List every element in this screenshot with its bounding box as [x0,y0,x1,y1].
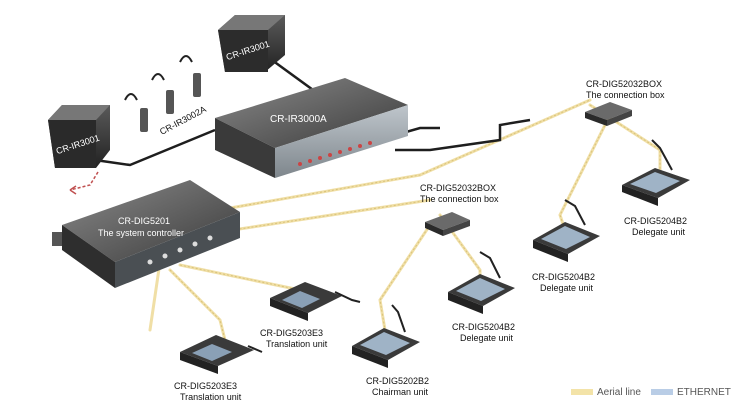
translation-unit-2: CR-DIG5203E3 Translation unit [174,335,263,402]
delegate1-model: CR-DIG5204B2 [624,216,687,226]
box-mid-desc: The connection box [420,194,499,204]
aerial-cables-inner [169,99,661,341]
translation1-desc: Translation unit [266,339,328,349]
legend-ethernet-swatch [651,389,673,395]
box-top-model: CR-DIG52032BOX [586,79,662,89]
receiver-icon [140,73,201,132]
translation2-desc: Translation unit [180,392,242,402]
controller-desc: The system controller [98,228,184,238]
translation-unit-1: CR-DIG5203E3 Translation unit [260,282,361,349]
delegate3-desc: Delegate unit [460,333,514,343]
box-mid-model: CR-DIG52032BOX [420,183,496,193]
receiver-label: CR-IR3002A [158,104,208,137]
connection-box-mid: CR-DIG52032BOX The connection box [420,183,499,236]
system-controller: CR-DIG5201 The system controller [52,180,240,288]
radiator-left: CR-IR3001 [48,105,110,168]
delegate3-model: CR-DIG5204B2 [452,322,515,332]
legend-ethernet-label: ETHERNET [677,387,731,398]
legend: Aerial line ETHERNET [571,387,731,398]
controller-model: CR-DIG5201 [118,216,170,226]
delegate-unit-3: CR-DIG5204B2 Delegate unit [448,251,515,343]
ir-signal-arrow [69,171,99,191]
delegate2-model: CR-DIG5204B2 [532,272,595,282]
chairman-model: CR-DIG5202B2 [366,376,429,386]
ir-transmitter: CR-IR3000A [215,78,408,178]
connector-row [298,141,372,166]
translation1-model: CR-DIG5203E3 [260,328,323,338]
arrow-head [69,185,77,195]
delegate-unit-1: CR-DIG5204B2 Delegate unit [622,139,690,237]
legend-aerial-label: Aerial line [597,387,641,398]
chairman-unit: CR-DIG5202B2 Chairman unit [352,304,429,397]
rack-ear [52,232,62,246]
radiator-right: CR-IR3001 [218,15,285,72]
ir-transmitter-label: CR-IR3000A [270,114,327,125]
legend-aerial-swatch [571,389,593,395]
controller-ports [147,235,213,265]
translation2-model: CR-DIG5203E3 [174,381,237,391]
delegate-unit-2: CR-DIG5204B2 Delegate unit [532,199,600,293]
connection-box-top: CR-DIG52032BOX The connection box [585,79,665,126]
headphone-icon [124,55,193,101]
delegate1-desc: Delegate unit [632,227,686,237]
chairman-desc: Chairman unit [372,387,429,397]
receivers-group: CR-IR3002A [124,55,208,137]
box-top-desc: The connection box [586,90,665,100]
delegate2-desc: Delegate unit [540,283,594,293]
